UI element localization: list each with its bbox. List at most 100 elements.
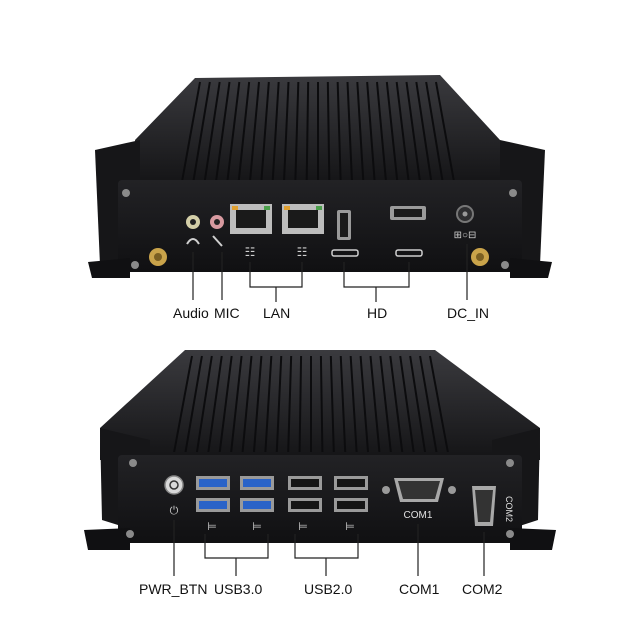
usb2-port-icon — [334, 476, 368, 490]
heatsink-fin — [283, 81, 290, 181]
heatsink-fin — [389, 355, 404, 453]
heatsink-fin — [415, 81, 433, 181]
label-com2: COM2 — [462, 581, 503, 597]
com1-serial-port-icon — [382, 478, 456, 502]
screw-icon — [509, 189, 517, 197]
usb-symbol-icon: ⊨ — [252, 521, 262, 533]
dc-in-port-icon: ⊞○⊟ — [454, 205, 477, 241]
label-lan: LAN — [263, 305, 291, 321]
heatsink-fin — [226, 81, 241, 181]
heatsink-fin — [326, 81, 331, 181]
heatsink-fin — [369, 355, 381, 453]
label-dc-in: DC_IN — [447, 305, 490, 321]
lan-port-icon — [230, 204, 272, 234]
lan-port-icon — [282, 204, 324, 234]
usb-symbol-icon: ⊨ — [207, 521, 217, 533]
heatsink-fin — [319, 355, 324, 453]
heatsink-fin — [287, 355, 293, 453]
heatsink-fin — [215, 81, 231, 181]
svg-text:⊞○⊟: ⊞○⊟ — [454, 230, 477, 241]
svg-text:⏻: ⏻ — [170, 505, 179, 517]
heatsink-fin — [203, 81, 221, 181]
label-hd: HD — [367, 305, 388, 321]
bottom-unit: ⏻ ⊨ ⊨ ⊨ ⊨ COM1 — [84, 350, 556, 576]
usb-symbol-icon: ⊨ — [298, 521, 308, 533]
bottom-right-foot — [510, 528, 556, 550]
bottom-heatsink — [100, 350, 540, 460]
top-unit: ☷ ☷ ⊞○⊟ — [88, 75, 552, 302]
screw-icon — [506, 459, 514, 467]
com1-panel-print: COM1 — [404, 510, 433, 521]
network-icon: ☷ — [245, 245, 256, 259]
heatsink-fin — [379, 355, 392, 453]
network-icon: ☷ — [297, 245, 308, 259]
heatsink-fin — [395, 81, 410, 181]
hdmi-port-icon — [331, 210, 359, 257]
heatsink-fin — [181, 81, 201, 181]
mic-jack-icon — [210, 215, 224, 247]
heatsink-fin — [184, 355, 203, 453]
antenna-connector-icon — [149, 248, 167, 266]
heatsink-fin — [237, 81, 251, 181]
screw-icon — [506, 530, 514, 538]
usb2-port-icon — [288, 498, 322, 512]
power-button-icon: ⏻ — [164, 475, 184, 517]
screw-icon — [501, 261, 509, 269]
heatsink-fin — [399, 355, 415, 453]
heatsink-fin — [298, 355, 303, 453]
heatsink-fin — [241, 355, 253, 453]
bottom-left-foot — [84, 528, 130, 550]
heatsink-fin — [260, 81, 270, 181]
label-com1: COM1 — [399, 581, 440, 597]
screw-icon — [131, 261, 139, 269]
screw-icon — [129, 459, 137, 467]
usb3-port-icon — [196, 498, 230, 512]
heatsink-fin — [264, 355, 273, 453]
usb3-port-icon — [240, 476, 274, 490]
usb3-port-icon — [240, 498, 274, 512]
label-pwr-btn: PWR_BTN — [139, 581, 208, 597]
bottom-heatsink-fins — [173, 355, 449, 453]
heatsink-fin — [356, 81, 365, 181]
com2-panel-print: COM2 — [504, 496, 514, 522]
bottom-leader-lines — [173, 520, 485, 576]
label-audio: Audio — [173, 305, 209, 321]
heatsink-fin — [329, 355, 335, 453]
usb3-port-icon — [196, 476, 230, 490]
usb2-port-icon — [334, 498, 368, 512]
top-right-foot — [510, 258, 552, 278]
top-heatsink-fins — [181, 81, 455, 181]
heatsink-fin — [230, 355, 243, 453]
heatsink-fin — [385, 81, 399, 181]
hdmi-port-icon — [390, 206, 426, 257]
com2-serial-port-icon — [472, 486, 496, 526]
heatsink-fin — [195, 355, 213, 453]
heatsink-fin — [294, 81, 300, 181]
heatsink-fin — [275, 355, 283, 453]
top-left-foot — [88, 258, 130, 278]
heatsink-fin — [192, 81, 211, 181]
heatsink-fin — [218, 355, 233, 453]
heatsink-fin — [346, 81, 353, 181]
heatsink-fin — [405, 81, 421, 181]
top-leader-lines — [192, 244, 468, 302]
heatsink-fin — [425, 81, 444, 181]
label-usb30: USB3.0 — [214, 581, 263, 597]
heatsink-fin — [249, 81, 260, 181]
heatsink-fin — [305, 81, 310, 181]
audio-jack-icon — [186, 215, 200, 245]
heatsink-fin — [429, 355, 449, 453]
heatsink-fin — [339, 355, 347, 453]
heatsink-fin — [173, 355, 193, 453]
heatsink-fin — [419, 355, 438, 453]
heatsink-fin — [336, 81, 342, 181]
screw-icon — [126, 530, 134, 538]
heatsink-fin — [366, 81, 376, 181]
antenna-connector-icon — [471, 248, 489, 266]
heatsink-fin — [271, 81, 280, 181]
label-usb20: USB2.0 — [304, 581, 353, 597]
screw-icon — [122, 189, 130, 197]
heatsink-fin — [349, 355, 358, 453]
